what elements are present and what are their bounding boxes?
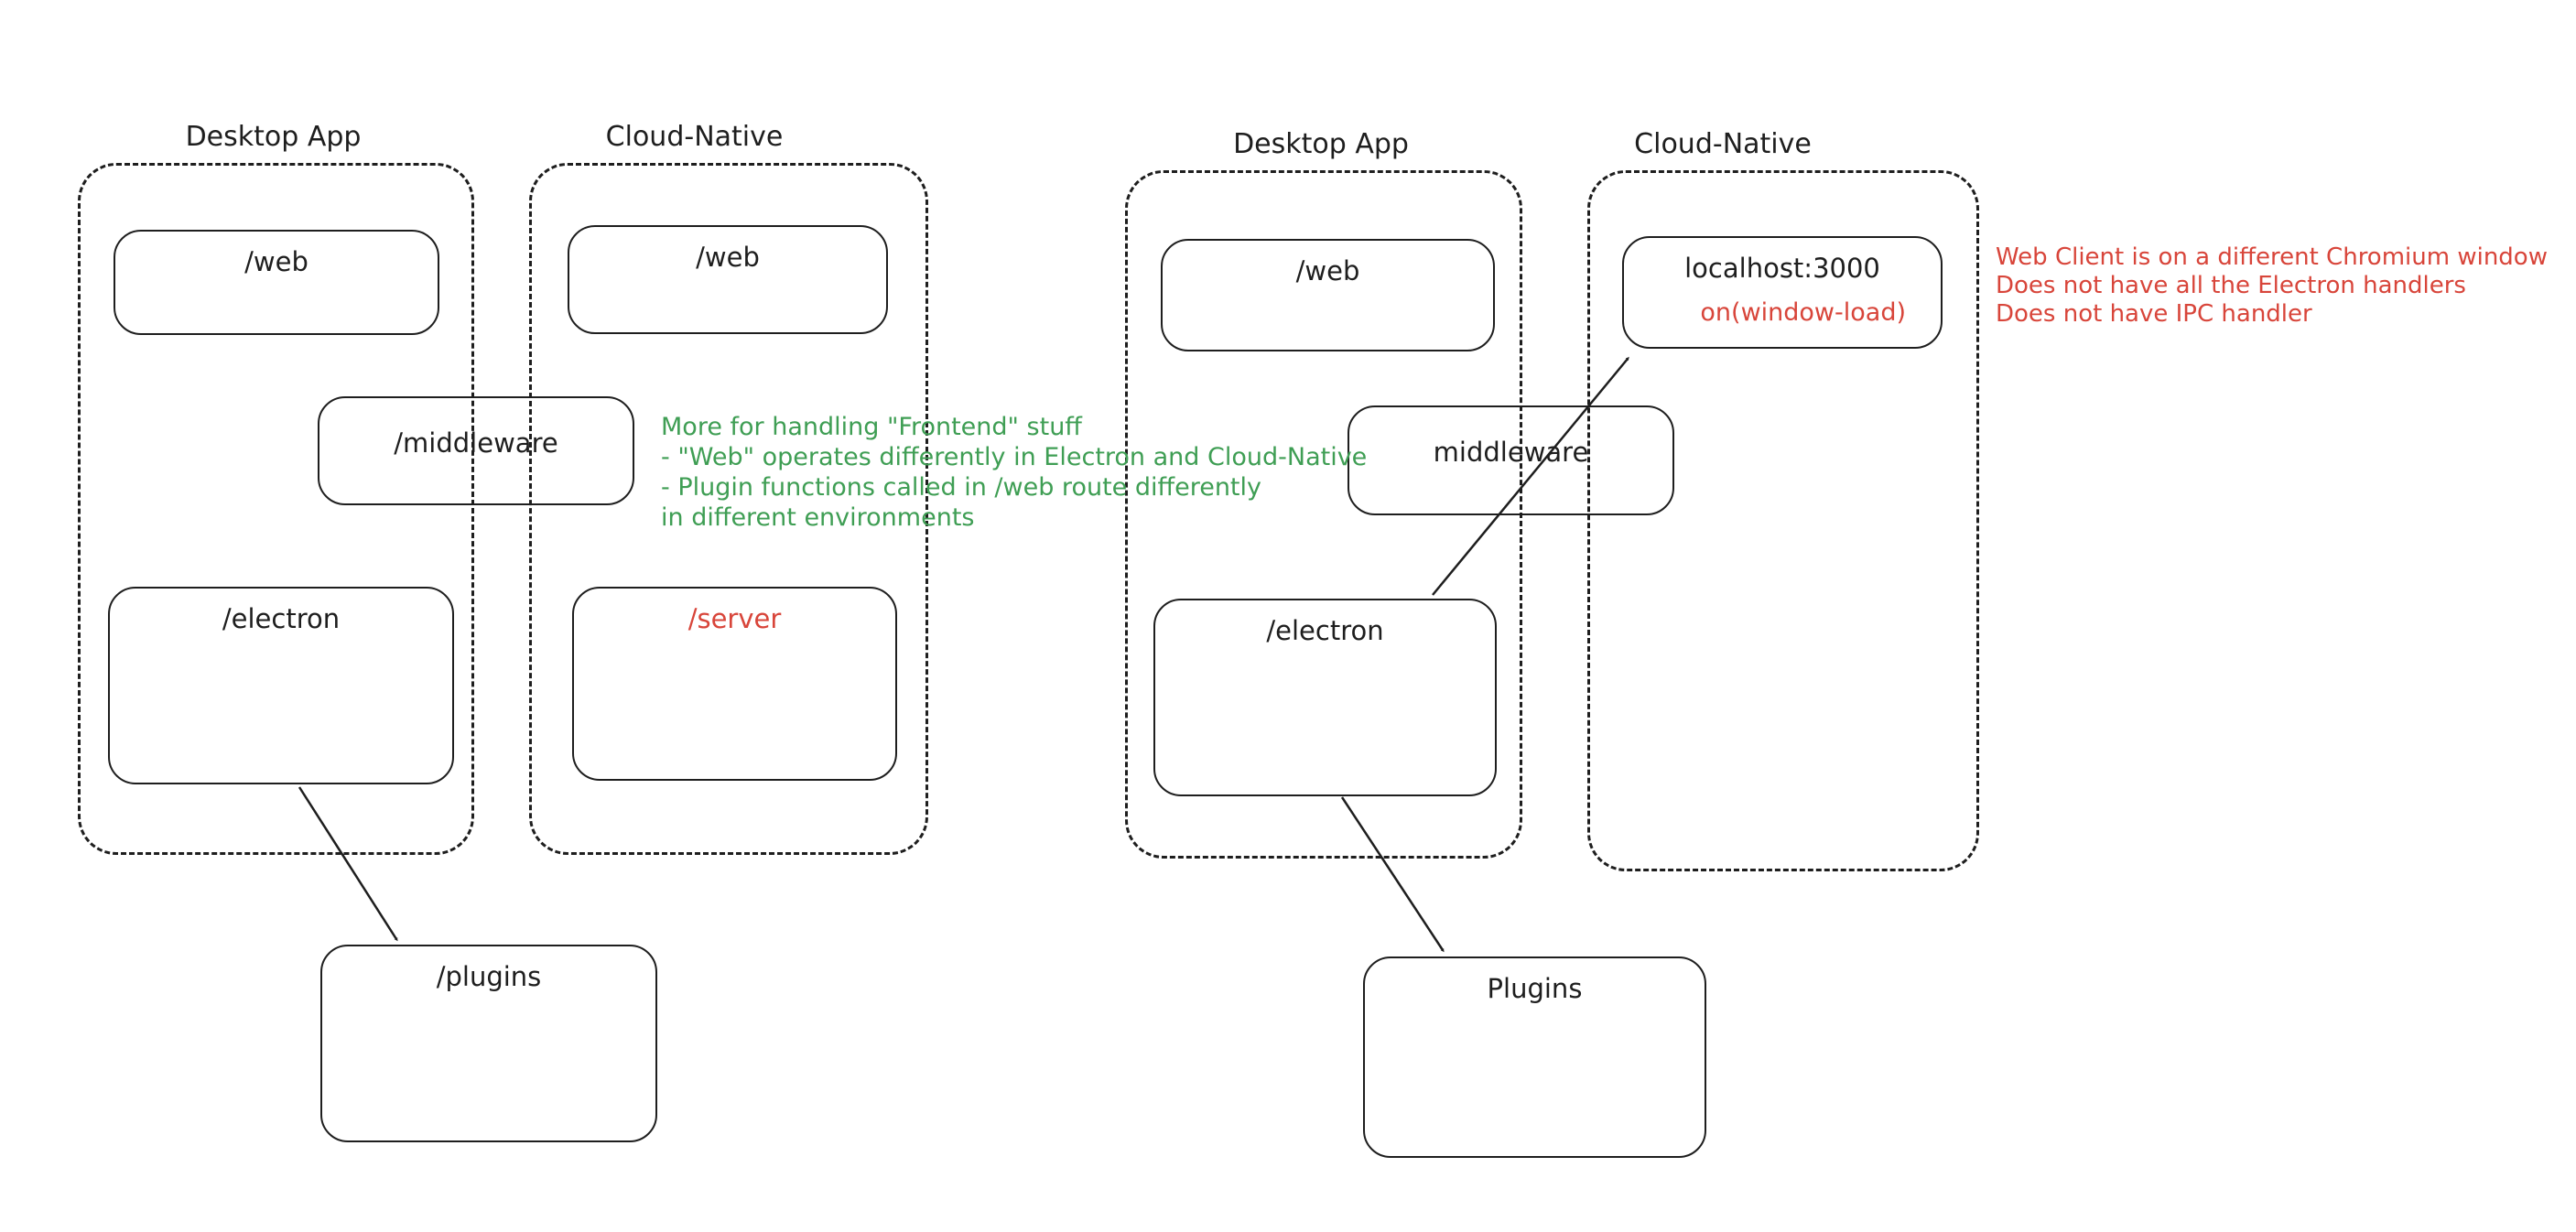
- left-web-desktop-node: /web: [114, 230, 439, 335]
- right-localhost-node: localhost:3000 on(window-load): [1622, 236, 1943, 349]
- red-annotation-line-3: Does not have IPC handler: [1996, 300, 2312, 328]
- left-web-cloud-label: /web: [696, 242, 760, 273]
- left-desktop-app-container: [78, 163, 474, 855]
- right-cloud-native-label: Cloud-Native: [1634, 128, 1812, 160]
- left-plugins-label: /plugins: [436, 961, 542, 992]
- green-annotation-line-2: - "Web" operates differently in Electron…: [661, 443, 1368, 471]
- left-server-label: /server: [687, 603, 782, 634]
- red-annotation-line-2: Does not have all the Electron handlers: [1996, 272, 2466, 299]
- left-web-desktop-label: /web: [244, 246, 308, 277]
- left-server-node: /server: [572, 587, 897, 781]
- left-electron-label: /electron: [222, 603, 341, 634]
- right-localhost-label: localhost:3000: [1684, 253, 1880, 284]
- red-annotation: Web Client is on a different Chromium wi…: [1996, 243, 2548, 329]
- right-web-desktop-node: /web: [1161, 239, 1495, 351]
- left-cloud-native-container: [529, 163, 928, 855]
- green-annotation-line-3: - Plugin functions called in /web route …: [661, 473, 1262, 502]
- left-desktop-app-label: Desktop App: [185, 121, 362, 153]
- right-localhost-event-label: on(window-load): [1700, 298, 1906, 327]
- right-desktop-app-label: Desktop App: [1233, 128, 1409, 160]
- left-cloud-native-label: Cloud-Native: [605, 121, 784, 153]
- right-plugins-label: Plugins: [1487, 973, 1583, 1004]
- red-annotation-line-1: Web Client is on a different Chromium wi…: [1996, 243, 2548, 271]
- left-plugins-node: /plugins: [320, 945, 657, 1142]
- left-middleware-node: /middleware: [318, 396, 634, 505]
- right-web-desktop-label: /web: [1295, 255, 1360, 286]
- right-electron-label: /electron: [1266, 615, 1384, 646]
- green-annotation-line-4: in different environments: [661, 503, 975, 532]
- green-annotation-line-1: More for handling "Frontend" stuff: [661, 413, 1082, 441]
- right-plugins-node: Plugins: [1363, 956, 1706, 1158]
- right-middleware-node: middleware: [1348, 405, 1674, 515]
- left-electron-node: /electron: [108, 587, 454, 784]
- left-middleware-label: /middleware: [394, 427, 558, 459]
- right-electron-node: /electron: [1153, 599, 1497, 796]
- left-web-cloud-node: /web: [568, 225, 888, 334]
- green-annotation: More for handling "Frontend" stuff - "We…: [661, 412, 1367, 533]
- right-middleware-label: middleware: [1433, 437, 1589, 468]
